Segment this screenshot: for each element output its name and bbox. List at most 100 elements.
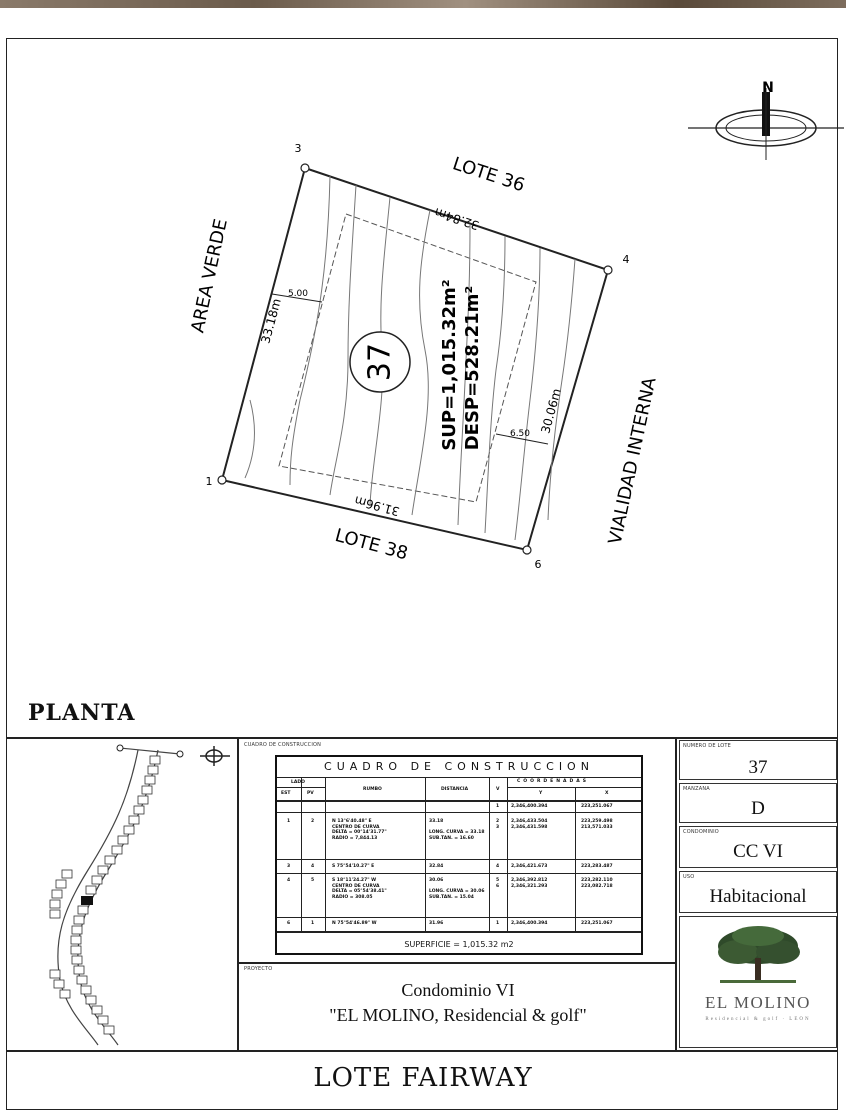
table-grid [277,777,641,778]
north-arrow-icon [688,88,844,160]
logo-name: EL MOLINO [705,993,811,1012]
info-lote-value: 37 [748,757,768,778]
lot-plan-drawing: 3 4 6 1 37 SUP=1,015.32m² DESP=528.21m² … [187,80,844,571]
vertex-label-6: 6 [535,558,542,571]
head-est: EST [281,791,291,796]
table-cell: 32.84 [429,864,444,869]
head-lado: LADO [291,780,305,785]
head-coordenadas: COORDENADAS [517,779,589,784]
sup-label: SUP=1,015.32m² [439,279,460,450]
key-map-lots [49,755,161,1035]
dim-left-label: 33.18m [258,297,283,345]
table-cell: 1 [311,921,315,926]
table-cell: 3 [287,864,291,869]
table-cell: 1 [496,804,500,809]
divider-footer-top [6,1050,838,1052]
info-condominio-value: CC VI [733,841,783,862]
info-condominio-box: CONDOMINIO CC VI [679,826,837,868]
info-lote-box: NUMERO DE LOTE 37 [679,740,837,780]
divider-plan-bottom [6,737,838,739]
info-uso-label: USO [683,874,695,880]
key-map-node-right [176,750,184,758]
project-name: Condominio VI "EL MOLINO, Residencial & … [243,978,673,1028]
info-uso-box: USO Habitacional [679,871,837,913]
logo-subtitle: Residencial & golf · LEON [705,1017,811,1022]
construction-table: CUADRO DE CONSTRUCCION LADO EST PV RUMBO… [275,755,643,955]
vertex-label-4: 4 [623,253,630,266]
table-grid [277,787,325,788]
project-line-2: "EL MOLINO, Residencial & golf" [329,1005,587,1025]
north-label: N [762,80,774,96]
table-cell: 4 [287,878,291,883]
divider-project [237,962,675,964]
key-map-node-left [116,744,124,752]
table-grid [507,777,508,931]
table-grid [277,873,641,874]
table-cell: S 75°54'10.27" E [332,864,375,869]
planta-label: PLANTA [28,700,136,726]
table-grid [277,917,641,918]
head-distancia: DISTANCIA [441,787,469,792]
superficie-label: SUPERFICIE = 1,015.32 m2 [404,940,514,949]
table-cell: 2,346,421.673 [511,864,548,869]
table-cell: 2,346,392.812 2,346,321.293 [511,878,548,889]
table-cell: 5 6 [496,878,500,889]
table-cell: 4 [311,864,315,869]
table-grid [507,787,641,788]
divider-info-column [675,737,677,1050]
project-small-label: PROYECTO [244,966,273,972]
info-uso-value: Habitacional [709,886,807,907]
desp-label: DESP=528.21m² [462,286,483,451]
table-cell: 223,282.110 223,082.718 [581,878,613,889]
table-cell: N 13°6'40.48" E CENTRO DE CURVA DELTA = … [332,819,387,841]
dim-top-label: 32.84m [433,205,481,233]
table-grid [277,812,641,813]
table-grid [425,777,426,931]
lote-36-label: LOTE 36 [450,153,527,196]
key-map-north-icon [200,746,230,766]
drawing-sheet [6,38,838,1110]
key-map-highlight-lot [81,896,93,905]
vertex-label-1: 1 [206,475,213,488]
table-cell: 2 3 [496,819,500,830]
info-condominio-label: CONDOMINIO [683,829,719,835]
table-cell: N 75°54'46.89" W [332,921,377,926]
table-cell: S 18°11'24.27" W CENTRO DE CURVA DELTA =… [332,878,387,900]
dim-right-label: 30.06m [538,387,563,435]
tree-logo-icon [718,926,800,983]
construction-table-title: CUADRO DE CONSTRUCCION [324,760,594,773]
construction-small-label: CUADRO DE CONSTRUCCION [244,742,322,748]
table-grid [575,787,576,931]
footer-title: LOTE FAIRWAY [313,1063,533,1093]
vertex-marker-1 [217,475,227,485]
vertex-label-3: 3 [295,142,302,155]
table-grid [301,777,302,931]
setback-left-label: 5.00 [288,289,308,299]
vertex-marker-6 [522,545,532,555]
table-cell: 223,283.487 [581,864,613,869]
table-cell: 223,251.067 [581,921,613,926]
table-cell: 31.96 [429,921,444,926]
info-manzana-label: MANZANA [683,786,710,792]
vialidad-interna-label: VIALIDAD INTERNA [605,375,661,546]
table-grid [325,777,326,931]
head-y: Y [539,791,543,796]
head-rumbo: RUMBO [363,787,382,792]
table-grid [489,777,490,931]
table-cell: 4 [496,864,500,869]
key-map-road [57,747,181,1046]
table-cell: 2,346,400.394 [511,921,548,926]
top-photo-strip [0,0,846,8]
setback-right-line [495,433,549,445]
table-grid [277,859,641,860]
table-cell: 1 [496,921,500,926]
info-manzana-value: D [751,798,765,819]
table-cell: 33.18 LONG. CURVA = 33.18 SUB.TAN. = 16.… [429,819,485,841]
table-cell: 5 [311,878,315,883]
lote-38-label: LOTE 38 [333,525,410,565]
head-v: V [496,787,500,792]
project-line-1: Condominio VI [401,980,515,1000]
table-cell: 2 [311,819,315,824]
head-pv: PV [307,791,314,796]
table-cell: 1 [287,819,291,824]
